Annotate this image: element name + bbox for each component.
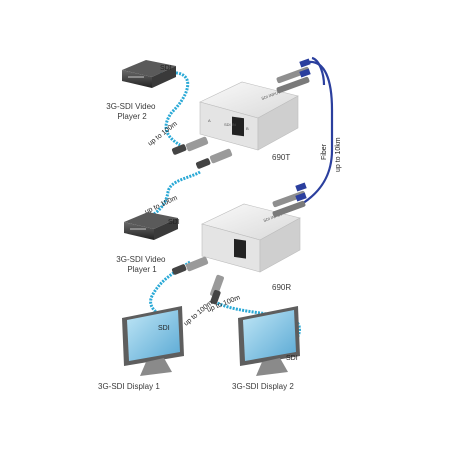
display1-label: 3G-SDI Display 1 (98, 382, 160, 391)
fiber-length-label: up to 10km (335, 137, 342, 172)
fiber-tag: Fiber (321, 143, 328, 160)
sdi-tag-player2: SDI (160, 65, 172, 72)
bnc-connector-icon (195, 148, 233, 169)
length-label-player2: up to 100m (147, 120, 179, 147)
player1-label: 3G-SDI Video Player 1 (116, 255, 167, 274)
video-player-2 (122, 60, 176, 88)
bnc-connector-icon (171, 256, 209, 275)
sdi-tag-player1: SDI (168, 219, 180, 226)
svg-text:SDI INPUT: SDI INPUT (261, 89, 282, 101)
display-2 (238, 306, 300, 376)
sdi-cable-690t-to-player1 (147, 170, 201, 220)
transmitter-label: 690T (272, 153, 290, 162)
display-1 (122, 306, 184, 376)
video-player-1 (124, 212, 178, 240)
fiber-connector-icon (272, 182, 307, 218)
display2-label: 3G-SDI Display 2 (232, 382, 294, 391)
receiver-label: 690R (272, 283, 291, 292)
sdi-tag-display2: SDI (286, 355, 298, 362)
fiber-connector-icon (276, 58, 311, 94)
sdi-cable-player2-to-690t (159, 71, 190, 147)
logo-icon (234, 238, 246, 259)
svg-text:SDI IN: SDI IN (224, 122, 236, 127)
sdi-tag-display1: SDI (158, 325, 170, 332)
transmitter-690t: SDI INPUT A SDI IN B (171, 58, 311, 169)
svg-text:SDI INPUT: SDI INPUT (263, 211, 284, 223)
fiber-cable (299, 56, 334, 206)
svg-text:B: B (246, 126, 249, 131)
receiver-690r: SDI INPUT (171, 182, 307, 305)
logo-icon (232, 116, 244, 137)
player2-label: 3G-SDI Video Player 2 (106, 102, 157, 121)
bnc-connector-icon (210, 274, 224, 305)
bnc-connector-icon (171, 136, 209, 155)
svg-text:A: A (208, 118, 211, 123)
